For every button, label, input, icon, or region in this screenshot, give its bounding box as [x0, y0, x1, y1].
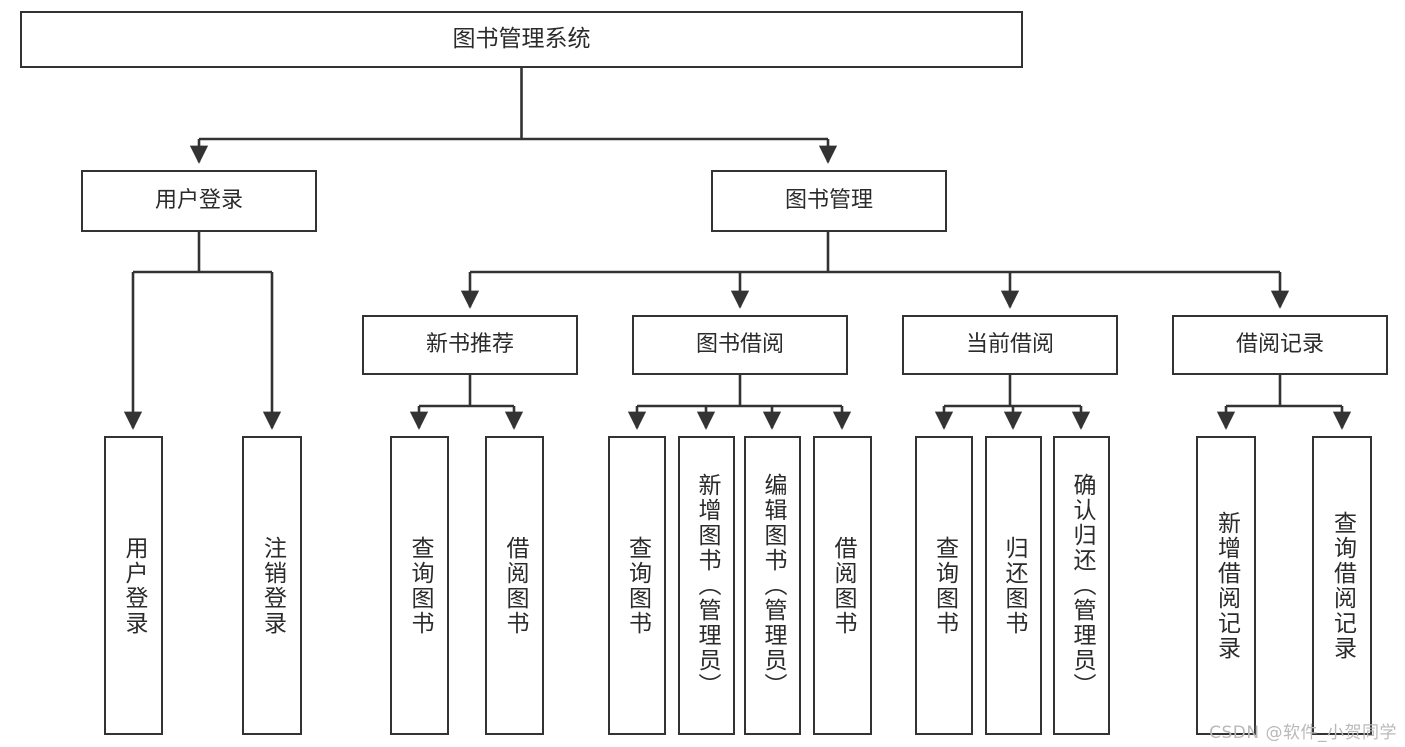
- leaf-new-book-query[interactable]: 查询图书: [390, 436, 449, 735]
- node-book-manage[interactable]: 图书管理: [711, 170, 947, 232]
- leaf-book-borrow-borrow[interactable]: 借阅图书: [813, 436, 872, 735]
- leaf-user-login-login[interactable]: 用户登录: [104, 436, 163, 735]
- leaf-book-borrow-query-label: 查询图书: [624, 535, 651, 636]
- node-new-book-label: 新书推荐: [425, 332, 514, 358]
- leaf-borrow-record-query-label: 查询借阅记录: [1329, 510, 1356, 661]
- leaf-current-borrow-return-label: 归还图书: [1001, 535, 1027, 636]
- node-borrow-record-label: 借阅记录: [1235, 332, 1324, 358]
- node-user-login[interactable]: 用户登录: [81, 170, 317, 232]
- leaf-new-book-borrow[interactable]: 借阅图书: [485, 436, 544, 735]
- leaf-user-login-logout[interactable]: 注销登录: [242, 436, 302, 735]
- watermark: CSDN @软件_小贺同学: [1209, 723, 1397, 743]
- leaf-book-borrow-edit[interactable]: 编辑图书（管理员）: [744, 436, 801, 735]
- leaf-new-book-borrow-label: 借阅图书: [502, 535, 528, 636]
- leaf-borrow-record-query[interactable]: 查询借阅记录: [1312, 436, 1372, 735]
- leaf-book-borrow-query[interactable]: 查询图书: [608, 436, 666, 735]
- leaf-current-borrow-confirm[interactable]: 确认归还（管理员）: [1053, 436, 1110, 735]
- leaf-borrow-record-add-label: 新增借阅记录: [1213, 510, 1240, 661]
- node-book-borrow[interactable]: 图书借阅: [632, 315, 848, 375]
- leaf-book-borrow-add-label: 新增图书（管理员）: [694, 473, 720, 698]
- node-current-borrow[interactable]: 当前借阅: [902, 315, 1118, 375]
- leaf-book-borrow-edit-label: 编辑图书（管理员）: [760, 473, 786, 698]
- leaf-book-borrow-add[interactable]: 新增图书（管理员）: [678, 436, 735, 735]
- leaf-user-login-login-label: 用户登录: [121, 535, 147, 636]
- leaf-book-borrow-borrow-label: 借阅图书: [830, 535, 856, 636]
- leaf-current-borrow-return[interactable]: 归还图书: [985, 436, 1042, 735]
- node-user-login-label: 用户登录: [154, 188, 243, 214]
- node-borrow-record[interactable]: 借阅记录: [1172, 315, 1388, 375]
- leaf-new-book-query-label: 查询图书: [407, 535, 433, 636]
- node-book-manage-label: 图书管理: [784, 188, 873, 214]
- leaf-borrow-record-add[interactable]: 新增借阅记录: [1196, 436, 1256, 735]
- leaf-current-borrow-query-label: 查询图书: [931, 535, 958, 636]
- leaf-current-borrow-confirm-label: 确认归还（管理员）: [1069, 473, 1095, 698]
- leaf-current-borrow-query[interactable]: 查询图书: [915, 436, 973, 735]
- leaf-user-login-logout-label: 注销登录: [259, 535, 286, 636]
- node-new-book[interactable]: 新书推荐: [362, 315, 578, 375]
- node-book-borrow-label: 图书借阅: [695, 332, 784, 358]
- node-root-label: 图书管理系统: [452, 25, 591, 52]
- node-root[interactable]: 图书管理系统: [20, 11, 1023, 68]
- node-current-borrow-label: 当前借阅: [965, 332, 1054, 358]
